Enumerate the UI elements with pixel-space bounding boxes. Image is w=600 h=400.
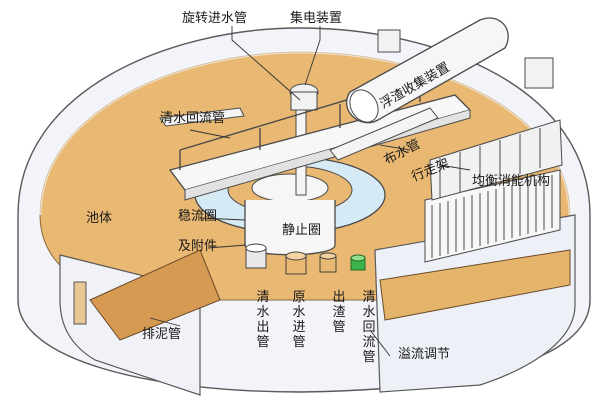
label-stabilizer-b: 及附件	[178, 239, 218, 254]
scum-collector-drum	[345, 17, 509, 124]
label-overflow-adjust: 溢流调节	[398, 347, 451, 362]
leader-lines	[149, 26, 471, 357]
balance-dissipator-grille	[424, 119, 563, 263]
label-rotating-inlet: 旋转进水管	[182, 11, 248, 26]
distribution-pipe	[329, 107, 439, 161]
overflow-channel	[379, 249, 571, 321]
drive-motor	[524, 57, 554, 89]
label-scum-outlet: 出渣管	[332, 290, 346, 335]
label-clear-return-top: 清水回流管	[160, 111, 226, 126]
label-balance-dissipator: 均衡消能机构	[472, 174, 551, 189]
label-tank-body: 池体	[86, 211, 113, 226]
label-stabilizer-a: 稳流圈	[178, 209, 218, 224]
return-pipe-top	[159, 107, 245, 127]
label-static-ring: 静止圈	[282, 223, 322, 238]
walkway-handrail	[179, 71, 441, 170]
label-raw-inlet: 原水进管	[292, 290, 306, 350]
label-sludge-pipe: 排泥管	[142, 327, 182, 342]
label-clear-outlet: 清水出管	[256, 290, 270, 350]
sludge-slope	[89, 249, 221, 341]
label-collector: 集电装置	[290, 11, 343, 26]
level-gauge	[73, 281, 87, 325]
label-clear-return-bottom: 清水回流管	[362, 290, 376, 365]
